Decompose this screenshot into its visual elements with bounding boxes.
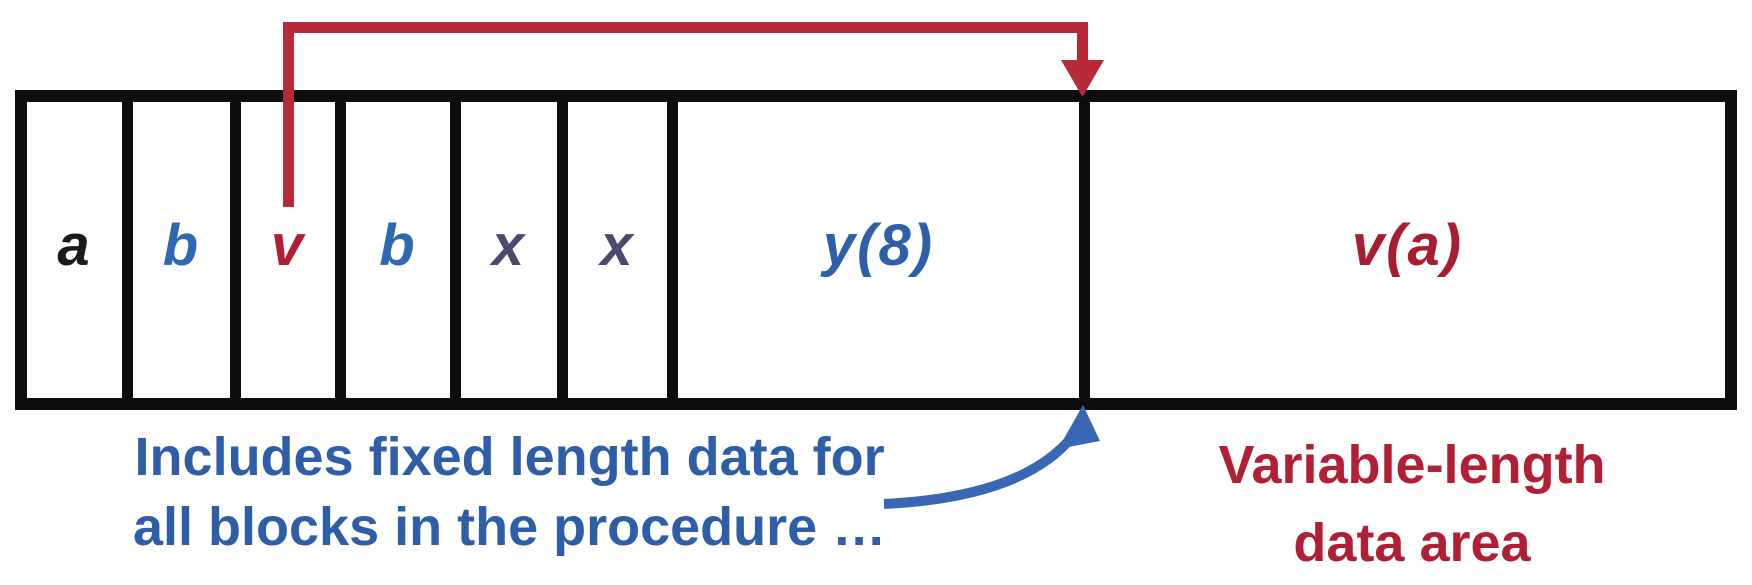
cell-label-y8: y(8) (822, 213, 935, 278)
fixed-length-caption-line2: all blocks in the procedure … (133, 497, 887, 557)
blue-pointer-arrow (883, 405, 1100, 509)
fixed-length-caption-line1: Includes fixed length data for (134, 427, 885, 487)
memory-cell-x1: x (461, 102, 568, 398)
cell-label-x1: x (491, 213, 527, 278)
cell-label-b2: b (379, 213, 417, 278)
memory-cell-x2: x (568, 102, 678, 398)
memory-cell-a: a (27, 102, 133, 398)
variable-length-caption-line2: data area (1293, 513, 1531, 573)
memory-cell-b2: b (346, 102, 461, 398)
memory-cell-va: v(a) (1090, 102, 1725, 398)
cell-label-v: v (270, 213, 306, 278)
cell-label-b1: b (162, 213, 201, 278)
memory-layout-box: a b v b x x y(8) v(a) (15, 90, 1737, 410)
variable-length-caption-line1: Variable-length (1218, 435, 1606, 495)
fixed-length-caption: Includes fixed length data for all block… (133, 422, 886, 562)
blue-arrow-line (883, 433, 1076, 509)
cell-label-va: v(a) (1351, 213, 1464, 278)
memory-cell-y8: y(8) (678, 102, 1090, 398)
cell-label-a: a (57, 213, 92, 278)
variable-length-caption: Variable-length data area (1100, 426, 1724, 582)
blue-arrowhead-icon (1058, 405, 1100, 449)
cell-label-x2: x (600, 213, 635, 278)
memory-cell-b1: b (133, 102, 241, 398)
memory-cell-v: v (241, 102, 346, 398)
